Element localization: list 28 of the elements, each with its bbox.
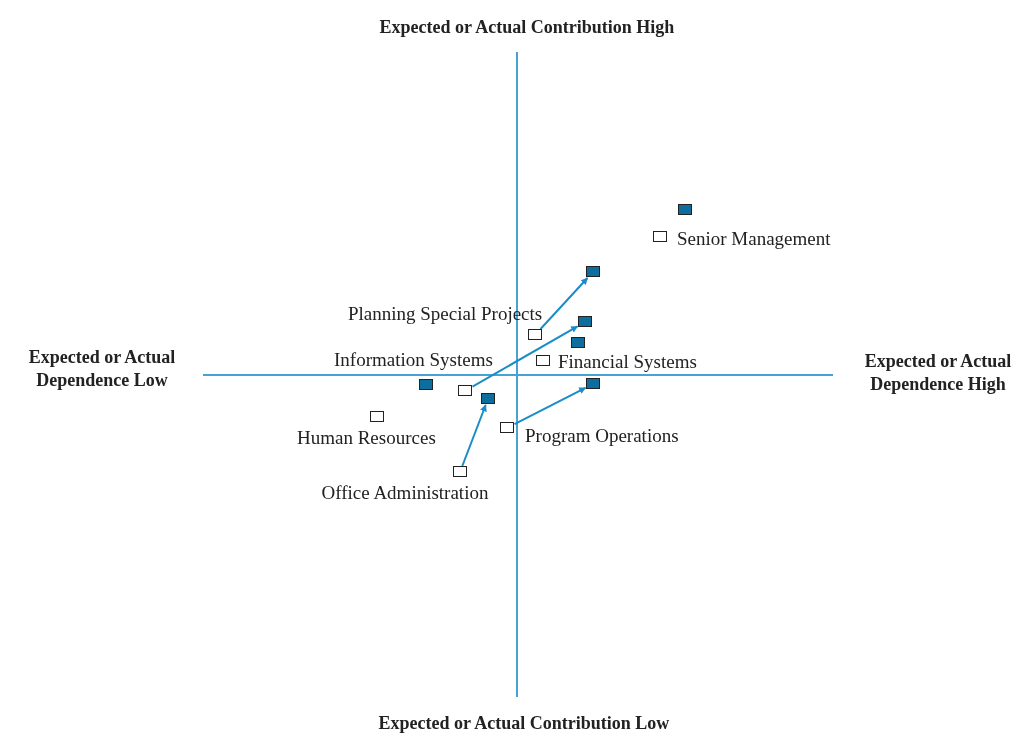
- filled-square-marker: [585, 266, 600, 277]
- filled-square-marker: [418, 379, 433, 390]
- open-square-marker: [652, 231, 667, 242]
- marker-label: Human Resources: [297, 427, 436, 447]
- marker-label: Program Operations: [525, 425, 679, 445]
- open-square-marker: [452, 466, 467, 477]
- open-square-marker: [369, 411, 384, 422]
- arrow: [513, 386, 587, 426]
- marker-label: Financial Systems: [558, 351, 697, 371]
- filled-square-marker: [570, 337, 585, 348]
- arrow: [539, 277, 589, 330]
- filled-square-marker: [480, 393, 495, 404]
- axis-label: Expected or Actual Dependence High: [863, 350, 1013, 395]
- marker-label: Senior Management: [677, 228, 831, 248]
- open-square-marker: [535, 355, 550, 366]
- marker-label: Office Administration: [321, 482, 489, 502]
- open-square-marker: [457, 385, 472, 396]
- open-square-marker: [527, 329, 542, 340]
- arrow: [471, 325, 579, 388]
- axis-label: Expected or Actual Contribution Low: [378, 712, 670, 735]
- axis-label: Expected or Actual Contribution High: [379, 16, 675, 39]
- filled-square-marker: [677, 204, 692, 215]
- filled-square-marker: [577, 316, 592, 327]
- arrow: [461, 404, 487, 467]
- filled-square-marker: [585, 378, 600, 389]
- open-square-marker: [499, 422, 514, 433]
- axis-label: Expected or Actual Dependence Low: [27, 346, 177, 391]
- marker-label: Information Systems: [334, 349, 493, 369]
